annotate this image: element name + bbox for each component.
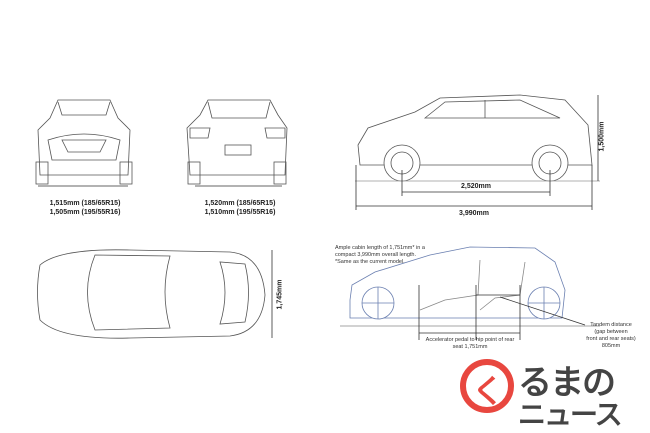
side-view-car bbox=[355, 94, 600, 210]
cabin-note-line: Ample cabin length of 1,751mm* in a bbox=[335, 245, 425, 251]
cabin-note-line: compact 3,990mm overall length. bbox=[335, 252, 417, 258]
rear-track-label-2: 1,510mm (195/55R16) bbox=[204, 209, 276, 216]
rear-track-label-1: 1,520mm (185/65R15) bbox=[204, 200, 276, 207]
width-label: 1,745mm bbox=[276, 279, 284, 310]
tandem-note-line: 805mm bbox=[601, 343, 621, 349]
logo-text-line1: るまの bbox=[518, 363, 616, 403]
tandem-note-line: Tandem distance bbox=[590, 322, 632, 328]
logo-mark-glyph: く bbox=[472, 372, 505, 410]
cabin-note-line: *Same as the current model. bbox=[335, 259, 405, 265]
pedal-note: Accelerator pedal to hip point of rear s… bbox=[420, 337, 520, 351]
pedal-note-line: Accelerator pedal to hip point of rear bbox=[425, 337, 515, 343]
height-label: 1,500mm bbox=[598, 121, 606, 152]
front-track-label-2: 1,505mm (195/55R16) bbox=[49, 209, 121, 216]
wheelbase-label: 2,520mm bbox=[461, 183, 491, 190]
tandem-note-line: (gap between bbox=[594, 329, 628, 335]
top-view-car bbox=[37, 249, 273, 339]
cabin-note: Ample cabin length of 1,751mm* in a comp… bbox=[335, 245, 425, 266]
length-label: 3,990mm bbox=[459, 210, 489, 217]
rear-view-car bbox=[186, 99, 288, 187]
front-track-label-1: 1,515mm (185/65R15) bbox=[49, 200, 121, 207]
cabin-dimension-lines bbox=[418, 285, 586, 340]
tandem-note-line: front and rear seats) bbox=[586, 336, 636, 342]
logo-text-line2: ニュース bbox=[518, 398, 623, 431]
tandem-note: Tandem distance (gap between front and r… bbox=[572, 322, 650, 350]
front-view-car bbox=[35, 99, 133, 187]
cabin-view-car bbox=[340, 246, 600, 327]
pedal-note-line: seat 1,751mm bbox=[452, 344, 488, 350]
logo-mark bbox=[460, 359, 514, 413]
